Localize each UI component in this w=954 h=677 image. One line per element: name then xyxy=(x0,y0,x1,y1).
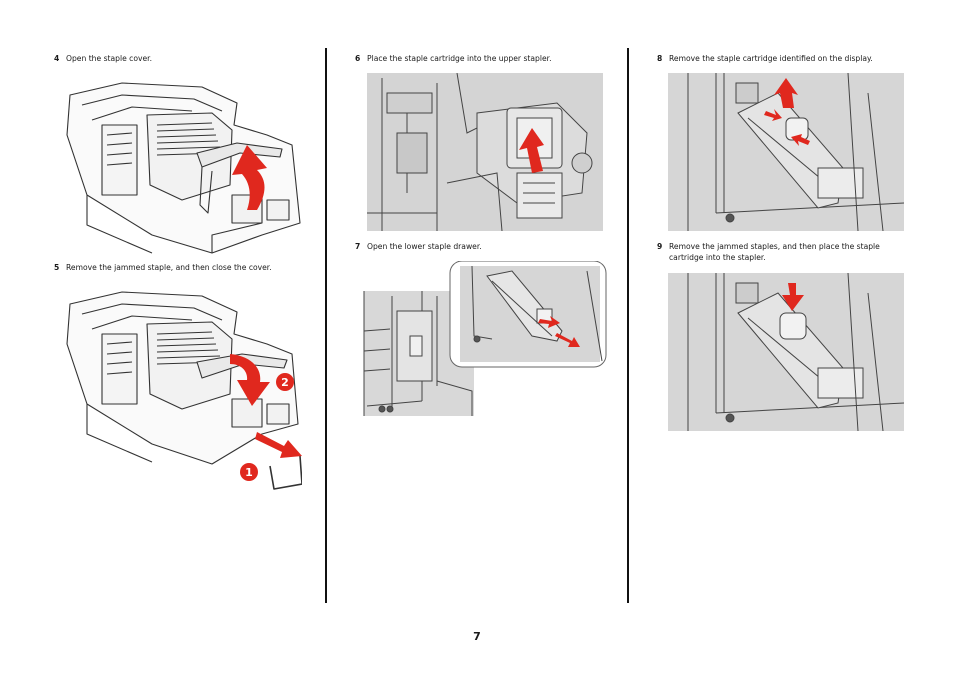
remove-cartridge-photo xyxy=(668,73,904,231)
step-text: Open the staple cover. xyxy=(66,54,153,63)
lower-staple-drawer-illustration xyxy=(362,261,608,421)
step-6: 6 Place the staple cartridge into the upp… xyxy=(355,53,552,64)
page-number: 7 xyxy=(473,630,481,643)
step-4: 4 Open the staple cover. xyxy=(54,53,152,64)
insert-cartridge-photo xyxy=(668,273,904,431)
step-text-line-2: cartridge into the stapler. xyxy=(669,253,766,262)
column-divider xyxy=(627,48,629,603)
step-9: 9 Remove the jammed staples, and then pla… xyxy=(657,241,880,263)
column-divider xyxy=(325,48,327,603)
step-text: Place the staple cartridge into the uppe… xyxy=(367,54,552,63)
callout-2: 2 xyxy=(281,376,289,389)
stapler-open-cover-illustration xyxy=(62,75,302,255)
step-7: 7 Open the lower staple drawer. xyxy=(355,241,482,252)
step-text: Remove the jammed staple, and then close… xyxy=(66,263,272,272)
step-5: 5 Remove the jammed staple, and then clos… xyxy=(54,262,272,273)
step-number: 7 xyxy=(355,242,361,251)
step-number: 6 xyxy=(355,54,361,63)
step-8: 8 Remove the staple cartridge identified … xyxy=(657,53,873,64)
upper-stapler-photo xyxy=(367,73,603,231)
step-text: Remove the staple cartridge identified o… xyxy=(669,54,873,63)
step-number: 4 xyxy=(54,54,60,63)
step-number: 9 xyxy=(657,242,663,251)
step-number: 5 xyxy=(54,263,60,272)
stapler-remove-staple-illustration: 2 1 xyxy=(62,284,302,494)
step-text: Open the lower staple drawer. xyxy=(367,242,482,251)
callout-1: 1 xyxy=(245,466,253,479)
step-text-line-1: Remove the jammed staples, and then plac… xyxy=(669,242,880,251)
step-number: 8 xyxy=(657,54,663,63)
